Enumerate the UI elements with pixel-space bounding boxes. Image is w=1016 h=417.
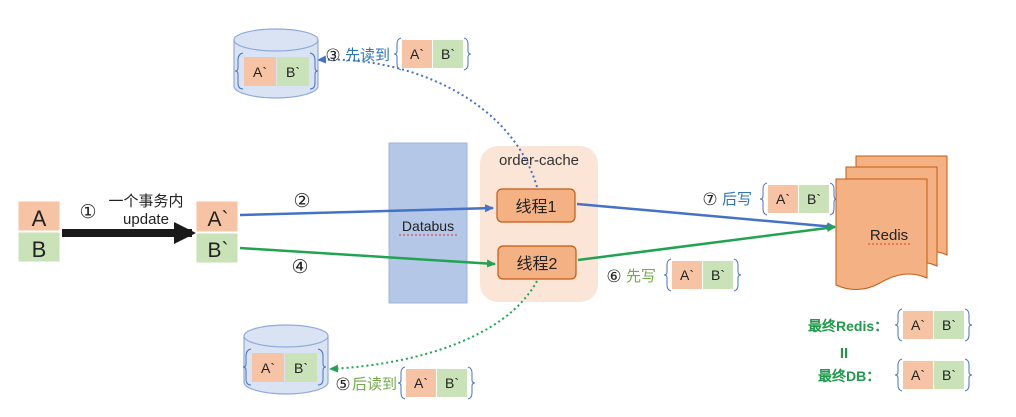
step3-a: A` <box>410 46 424 62</box>
step7-record: A` B` <box>759 182 838 216</box>
final-redis-label: 最终Redis： <box>808 318 888 334</box>
final-redis-a: A` <box>911 317 925 333</box>
step5-b: B` <box>445 375 459 391</box>
redis-label: Redis <box>870 227 908 244</box>
step3-label: 先读到 <box>345 47 390 64</box>
final-db-b: B` <box>942 367 956 383</box>
thread2-box <box>497 245 577 280</box>
db-bottom-b: B` <box>294 360 308 376</box>
db-top-b: B` <box>286 64 300 80</box>
equals-symbol: II <box>840 345 848 362</box>
step4-number: ④ <box>291 257 308 278</box>
source-record: A B <box>17 200 61 263</box>
order-cache-title: order-cache <box>499 152 579 169</box>
step7-number: ⑦ <box>702 190 717 209</box>
thread2-label: 线程2 <box>517 255 558 273</box>
source-b-label: B <box>32 237 47 262</box>
step7-label: 后写 <box>722 191 752 208</box>
step5-label: 后读到 <box>352 376 397 393</box>
step6-a: A` <box>680 267 694 283</box>
db-bottom: A` B` <box>242 324 329 395</box>
updated-record: A` B` <box>195 200 239 264</box>
arrow-step5 <box>329 280 538 373</box>
step6-record: A` B` <box>663 258 742 292</box>
arrow-step4 <box>239 246 496 268</box>
step6-b: B` <box>711 267 725 283</box>
step3-number: ③ <box>325 46 340 65</box>
final-db-label: 最终DB： <box>818 368 880 384</box>
final-redis-b: B` <box>942 317 956 333</box>
db-top: A` B` <box>233 28 319 99</box>
step5-a: A` <box>414 375 428 391</box>
updated-a-label: A` <box>208 208 229 231</box>
step5-number: ⑤ <box>335 375 350 394</box>
source-a-label: A <box>32 206 47 231</box>
updated-b-label: B` <box>208 239 229 262</box>
step1-line1: 一个事务内 <box>108 193 183 210</box>
step5-record: A` B` <box>397 366 476 400</box>
step1-number: ① <box>79 202 96 223</box>
redis-store: Redis <box>835 155 948 290</box>
final-db-record: A` B` <box>894 358 973 392</box>
arrow-step2 <box>239 204 494 217</box>
step3-b: B` <box>441 46 455 62</box>
db-top-a: A` <box>253 64 267 80</box>
final-db-a: A` <box>911 367 925 383</box>
final-redis-record: A` B` <box>894 308 973 342</box>
step2-number: ② <box>293 191 310 212</box>
arrow-step3 <box>317 55 538 188</box>
databus-box <box>388 142 468 304</box>
databus-label: Databus <box>402 218 454 234</box>
step1-line2: update <box>123 211 169 228</box>
step7-b: B` <box>807 191 821 207</box>
thread1-box <box>496 188 576 223</box>
arrow-step7 <box>576 202 836 231</box>
thread1-label: 线程1 <box>516 198 557 216</box>
arrow-step6 <box>577 224 836 262</box>
step7-a: A` <box>776 191 790 207</box>
step3-record: A` B` <box>393 37 472 71</box>
db-bottom-a: A` <box>261 360 275 376</box>
step6-number: ⑥ <box>606 267 621 286</box>
step6-label: 先写 <box>626 268 656 285</box>
